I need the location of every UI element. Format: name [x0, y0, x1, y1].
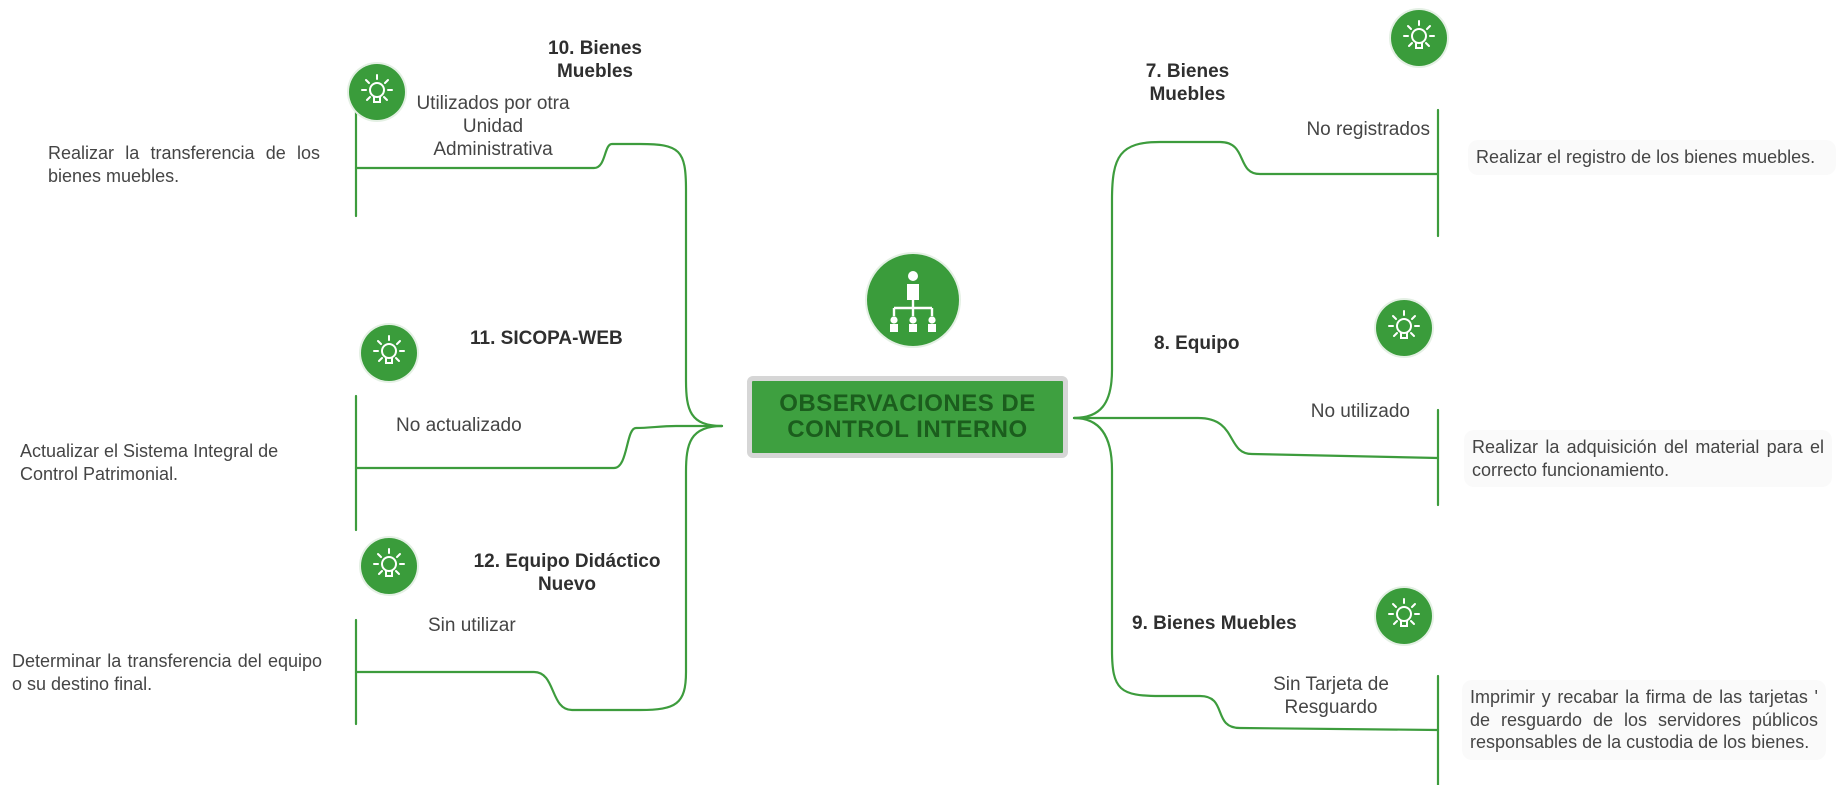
lightbulb-icon — [1376, 300, 1432, 356]
branch-condition-12: Sin utilizar — [428, 615, 516, 636]
connector-left-b12 — [354, 424, 724, 712]
lightbulb-icon — [1391, 10, 1447, 66]
branch-condition-11: No actualizado — [396, 415, 522, 436]
branch-condition-7: No registrados — [1306, 119, 1430, 140]
lightbulb-icon — [349, 64, 405, 120]
branch-title-12: 12. Equipo Didáctico Nuevo — [473, 551, 661, 595]
branch-action-10: Realizar la transferencia de los bienes … — [48, 143, 320, 186]
branch-action-8: Realizar la adquisición del material par… — [1464, 430, 1832, 487]
connector-right-b9 — [1072, 416, 1440, 732]
branch-action-12: Determinar la transferencia del equipo o… — [12, 651, 322, 694]
connector-left-b10 — [354, 142, 724, 428]
center-title: OBSERVACIONES DE CONTROL INTERNO — [779, 390, 1036, 443]
branch-action-7: Realizar el registro de los bienes muebl… — [1468, 140, 1836, 175]
branch-title-11: 11. SICOPA-WEB — [470, 328, 623, 349]
branch-condition-10: Utilizados por otra Unidad Administrativ… — [416, 93, 570, 160]
branch-action-9: Imprimir y recabar la firma de las tarje… — [1462, 680, 1826, 760]
connector-right-b7 — [1072, 140, 1440, 420]
branch-condition-9: Sin Tarjeta de Resguardo — [1273, 674, 1389, 718]
branch-title-8: 8. Equipo — [1154, 333, 1240, 354]
branch-title-7: 7. Bienes Muebles — [1145, 61, 1230, 105]
branch-title-9: 9. Bienes Muebles — [1132, 613, 1297, 634]
branch-action-11: Actualizar el Sistema Integral de Contro… — [20, 441, 279, 484]
branch-condition-8: No utilizado — [1310, 401, 1410, 422]
center-org-chart-icon — [867, 254, 959, 346]
center-node: OBSERVACIONES DE CONTROL INTERNO — [747, 376, 1068, 458]
connector-right-b8 — [1072, 416, 1440, 460]
lightbulb-icon — [361, 325, 417, 381]
connector-left-b11 — [354, 424, 724, 470]
lightbulb-icon — [1376, 588, 1432, 644]
lightbulb-icon — [361, 538, 417, 594]
branch-title-10: 10. Bienes Muebles — [548, 38, 642, 82]
